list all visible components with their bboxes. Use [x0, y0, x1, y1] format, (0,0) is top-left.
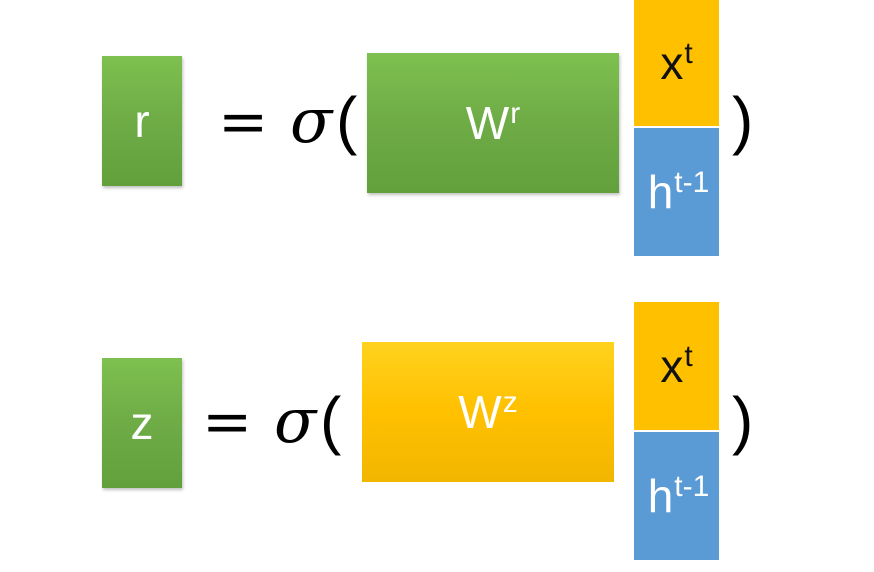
- update-h-input-label: ht-1: [647, 470, 710, 522]
- update-close-paren: ): [732, 384, 754, 456]
- reset-weight-label: Wr: [465, 97, 521, 149]
- update-gate-output-box: z: [102, 358, 182, 488]
- reset-sigma-symbol: σ: [290, 84, 333, 157]
- update-weight-label: Wz: [458, 386, 518, 438]
- reset-h-input-vector: ht-1: [634, 128, 719, 256]
- update-weight-matrix: Wz: [362, 342, 614, 482]
- reset-x-input-label: xt: [660, 37, 693, 89]
- update-x-input-label: xt: [660, 340, 693, 392]
- reset-open-paren: (: [336, 84, 358, 156]
- reset-gate-output-box: r: [102, 56, 182, 186]
- reset-h-input-label: ht-1: [647, 166, 710, 218]
- update-equals-sign: =: [202, 387, 253, 457]
- reset-gate-output-label: r: [134, 95, 150, 147]
- reset-equals-sign: =: [218, 87, 269, 157]
- update-open-paren: (: [320, 384, 342, 456]
- reset-weight-matrix: Wr: [367, 53, 619, 193]
- update-x-input-vector: xt: [634, 302, 719, 430]
- reset-close-paren: ): [732, 84, 754, 156]
- update-gate-output-label: z: [130, 397, 154, 449]
- update-sigma-symbol: σ: [274, 384, 317, 457]
- reset-x-input-vector: xt: [634, 0, 719, 126]
- update-h-input-vector: ht-1: [634, 432, 719, 560]
